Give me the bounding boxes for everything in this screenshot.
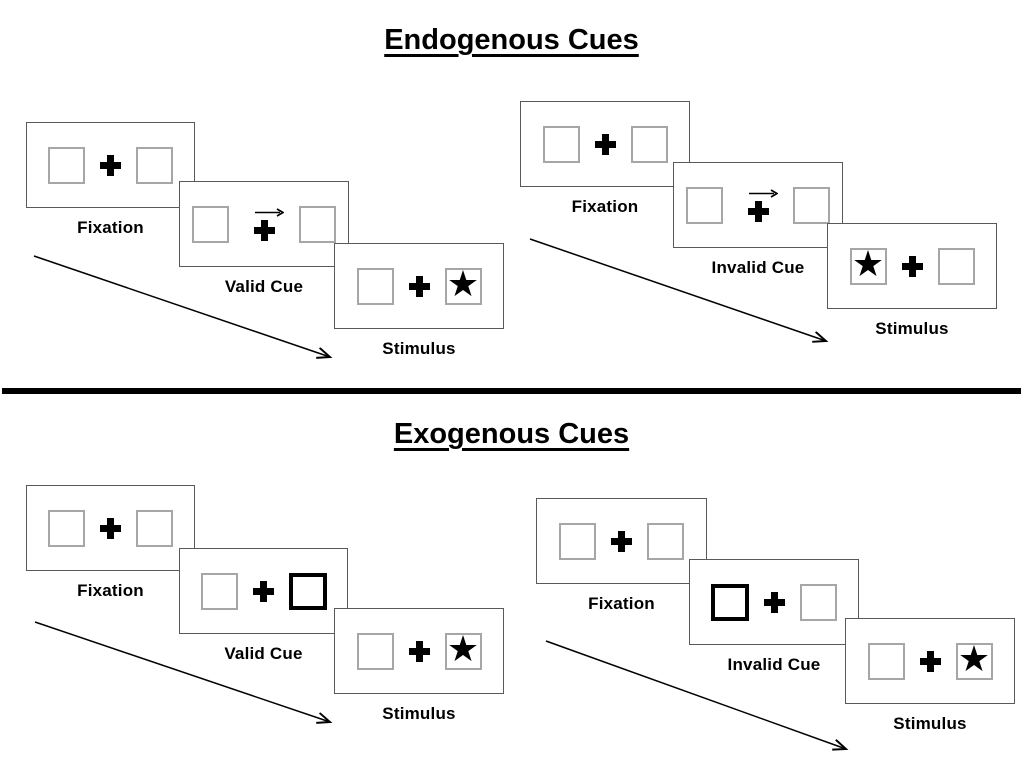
fixation-cross-icon [100,517,121,539]
trial-step: Valid Cue [179,548,348,664]
panel-label: Stimulus [382,339,456,358]
left-box [356,267,394,305]
exogenous-section-title: Exogenous Cues [393,418,630,450]
panel-label: Stimulus [893,714,967,733]
fixation-cross-icon [747,200,769,222]
fixation-cross-icon [100,154,121,176]
trial-step: Valid Cue [179,181,349,297]
trial-step: Invalid Cue [689,559,859,675]
star-icon: ★ [446,264,480,305]
right-box [136,509,173,547]
trial-step: Fixation [536,498,707,614]
star-icon: ★ [851,244,885,285]
fixation-cross-icon [901,255,923,277]
panel-center [611,530,632,552]
panel-label: Stimulus [382,704,456,723]
panel-label: Stimulus [875,319,949,338]
panel-center [100,154,121,176]
left-box [356,632,394,670]
screen-panel: ★ [845,618,1015,704]
panel-center [594,133,616,155]
trial-step: Fixation [520,101,690,217]
right-box [136,146,173,184]
panel-label: Fixation [77,218,144,237]
left-box [686,186,723,224]
panel-center [738,188,778,222]
panel-center [408,275,430,297]
section-divider [2,388,1021,394]
screen-panel [26,485,195,571]
left-box [200,572,238,610]
trial-step: Fixation [26,122,195,238]
screen-panel [26,122,195,208]
panel-center [252,580,274,602]
fixation-cross-icon [408,640,430,662]
panel-center [901,255,923,277]
right-box [647,522,684,560]
left-box [559,522,596,560]
fixation-cross-icon [252,580,274,602]
trial-step: Fixation [26,485,195,601]
trial-step: ★ Stimulus [845,618,1015,734]
panel-label: Valid Cue [224,644,303,663]
cue-arrow-icon [749,188,778,198]
panel-label: Fixation [588,594,655,613]
left-box [867,642,905,680]
left-box [542,125,580,163]
fixation-cross-icon [611,530,632,552]
screen-panel: ★ [334,608,504,694]
screen-panel: ★ [827,223,997,309]
right-box [299,205,336,243]
right-box: ★ [444,629,482,670]
left-box [48,146,85,184]
screen-panel: ★ [334,243,504,329]
timeline-arrow-endogenous-invalid [529,238,826,341]
panel-center [408,640,430,662]
right-box [800,583,837,621]
timeline-arrow-endogenous-valid [33,255,330,357]
left-box [192,205,229,243]
right-box [793,186,830,224]
endogenous-section-title: Endogenous Cues [384,24,639,56]
panel-label: Invalid Cue [727,655,821,674]
cue-arrow-icon [255,207,284,217]
trial-step: ★ Stimulus [334,243,504,359]
timeline-arrow-exogenous-invalid [545,640,846,749]
fixation-cross-icon [594,133,616,155]
panel-label: Fixation [571,197,639,216]
star-icon: ★ [446,629,480,670]
fixation-cross-icon [919,650,941,672]
left-box [48,509,85,547]
right-box [937,247,975,285]
fixation-cross-icon [764,591,785,613]
screen-panel [536,498,707,584]
right-box: ★ [444,264,482,305]
panel-center [919,650,941,672]
screen-panel [520,101,690,187]
screen-panel [179,181,349,267]
left-box: ★ [849,244,887,285]
timeline-arrow-exogenous-valid [34,621,330,722]
star-icon: ★ [957,639,991,680]
fixation-cross-icon [253,219,275,241]
right-box: ★ [955,639,993,680]
trial-step: ★ Stimulus [827,223,997,339]
left-box [711,583,749,621]
panel-label: Valid Cue [224,277,304,296]
screen-panel [689,559,859,645]
screen-panel [673,162,843,248]
panel-center [244,207,284,241]
trial-step: Invalid Cue [673,162,843,278]
panel-center [100,517,121,539]
right-box [630,125,668,163]
fixation-cross-icon [408,275,430,297]
panel-label: Invalid Cue [711,258,805,277]
panel-center [764,591,785,613]
panel-label: Fixation [77,581,144,600]
right-box [288,572,327,610]
trial-step: ★ Stimulus [334,608,504,724]
screen-panel [179,548,348,634]
